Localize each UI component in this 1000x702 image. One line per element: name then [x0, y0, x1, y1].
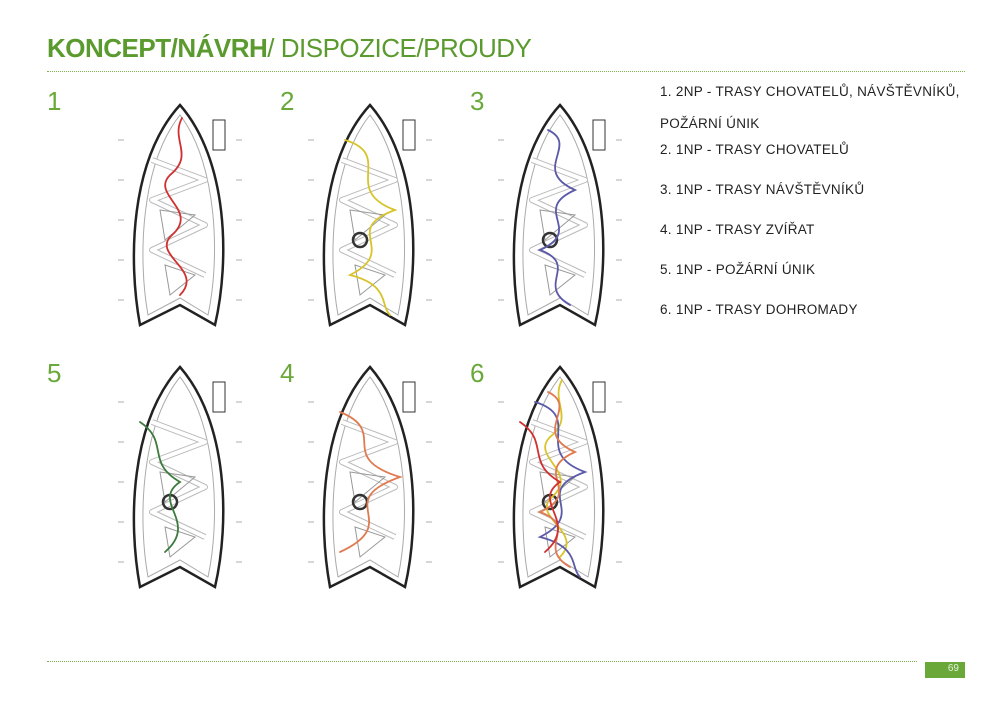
- panel-number: 2: [280, 86, 295, 116]
- legend-item: 4. 1NP - TRASY ZVÍŘAT: [660, 222, 815, 237]
- floor-plan-1: [118, 103, 242, 327]
- floor-plan-2: [308, 103, 432, 327]
- panel-number: 4: [280, 358, 295, 388]
- panel-number: 1: [47, 86, 62, 116]
- page-number: 69: [947, 663, 959, 674]
- page-title: KONCEPT/NÁVRH/ DISPOZICE/PROUDY: [47, 33, 532, 64]
- legend-item: 2. 1NP - TRASY CHOVATELŮ: [660, 142, 850, 157]
- title-bold: KONCEPT/NÁVRH: [47, 33, 268, 63]
- bottom-divider: [47, 661, 917, 662]
- floor-plan-6: [498, 365, 622, 589]
- top-divider: [47, 71, 965, 72]
- legend-item: POŽÁRNÍ ÚNIK: [660, 116, 760, 131]
- title-light: / DISPOZICE/PROUDY: [267, 33, 532, 63]
- floor-plan-4: [308, 365, 432, 589]
- panel-number: 6: [470, 358, 485, 388]
- legend-item: 5. 1NP - POŽÁRNÍ ÚNIK: [660, 262, 816, 277]
- legend-item: 3. 1NP - TRASY NÁVŠTĚVNÍKŮ: [660, 182, 865, 197]
- legend-item: 6. 1NP - TRASY DOHROMADY: [660, 302, 858, 317]
- floor-plan-5: [118, 365, 242, 589]
- page-number-badge: 69: [925, 662, 965, 678]
- panel-number: 5: [47, 358, 62, 388]
- floor-plan-3: [498, 103, 622, 327]
- panel-number: 3: [470, 86, 485, 116]
- legend-item: 1. 2NP - TRASY CHOVATELŮ, NÁVŠTĚVNÍKŮ,: [660, 84, 960, 99]
